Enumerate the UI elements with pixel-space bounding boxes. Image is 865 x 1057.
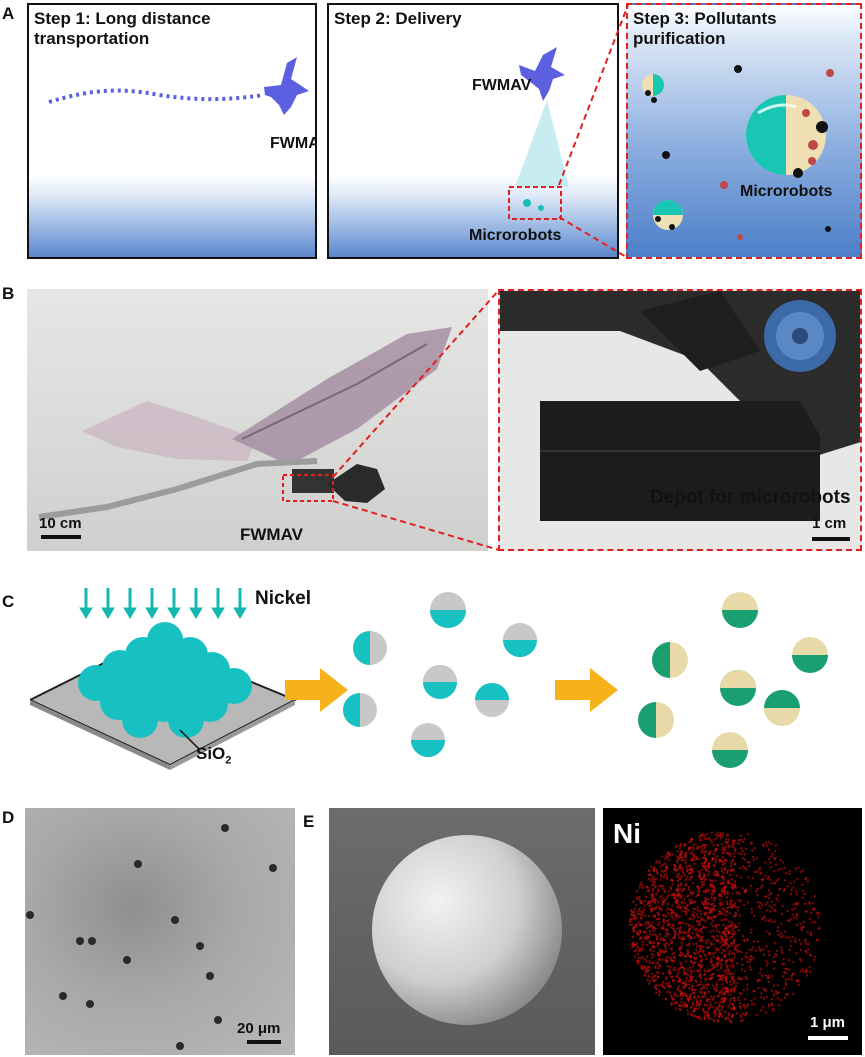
panel-label-a: A	[2, 4, 15, 23]
panel-label-d: D	[2, 808, 15, 827]
sem-image	[329, 808, 595, 1055]
panel-label-e: E	[303, 812, 315, 831]
fwmav-label-b: FWMAV	[240, 525, 303, 544]
step1-title: Step 1: Long distance transportation	[34, 9, 211, 48]
sio2-label: SiO2	[196, 744, 232, 767]
zoom-box	[508, 186, 562, 220]
scale-label: 1 μm	[810, 1014, 846, 1031]
water-gradient	[329, 175, 617, 257]
nickel-distribution	[603, 808, 862, 1055]
step3-box: Step 3: Pollutants purification Microrob…	[626, 3, 862, 259]
scale-bar	[41, 535, 81, 539]
scale-bar	[812, 537, 850, 541]
zoom-connectors-a	[558, 4, 629, 259]
purification-illustration	[642, 65, 834, 240]
fabrication-schematic	[30, 588, 828, 770]
fwmav-photo: 10 cm FWMAV	[27, 289, 488, 551]
microrobots-label-3: Microrobots	[740, 183, 833, 200]
nickel-arrows	[79, 588, 247, 619]
release-beam	[515, 100, 569, 187]
fwmav-model	[38, 327, 452, 520]
process-arrow	[555, 668, 618, 712]
process-arrow	[285, 668, 348, 712]
eds-map: Ni 1 μm	[603, 808, 862, 1055]
sphere-array	[78, 622, 252, 738]
janus-particles-cyan	[343, 592, 537, 757]
step2-box: Step 2: Delivery FWMAV Microrobots	[327, 3, 619, 259]
panel-label-c: C	[2, 592, 15, 611]
microrobot-dots	[26, 824, 277, 1050]
flight-path	[48, 57, 309, 115]
janus-particles-green	[638, 592, 828, 768]
sem-sphere	[372, 835, 562, 1025]
zoom-connectors-b	[332, 289, 500, 551]
scale-label: 10 cm	[39, 515, 82, 532]
scale-bar	[247, 1040, 281, 1044]
bird-icon	[264, 57, 309, 115]
step3-title: Step 3: Pollutants purification	[633, 9, 777, 48]
depot-label: Depot for microrobots	[650, 487, 851, 508]
scale-label: 1 cm	[812, 515, 847, 532]
water-gradient	[29, 175, 315, 257]
depot-closeup	[500, 291, 860, 521]
step1-box: Step 1: Long distance transportation FWM…	[27, 3, 317, 259]
delivery-illustration	[508, 47, 569, 220]
depot-box	[540, 401, 820, 521]
depot-block	[292, 469, 334, 493]
step2-title: Step 2: Delivery	[334, 9, 462, 28]
element-label: Ni	[613, 818, 641, 849]
nickel-label: Nickel	[255, 588, 311, 609]
panel-label-b: B	[2, 284, 15, 303]
microrobots-label-2: Microrobots	[469, 227, 562, 244]
fwmav-label-1: FWMAV	[270, 135, 315, 152]
bird-icon	[519, 47, 565, 101]
fwmav-label-2: FWMAV	[472, 77, 532, 94]
microscopy-image-d: 20 μm	[25, 808, 295, 1055]
scale-bar	[808, 1036, 848, 1040]
scale-label: 20 μm	[237, 1020, 281, 1037]
depot-photo: Depot for microrobots 1 cm	[498, 289, 862, 551]
